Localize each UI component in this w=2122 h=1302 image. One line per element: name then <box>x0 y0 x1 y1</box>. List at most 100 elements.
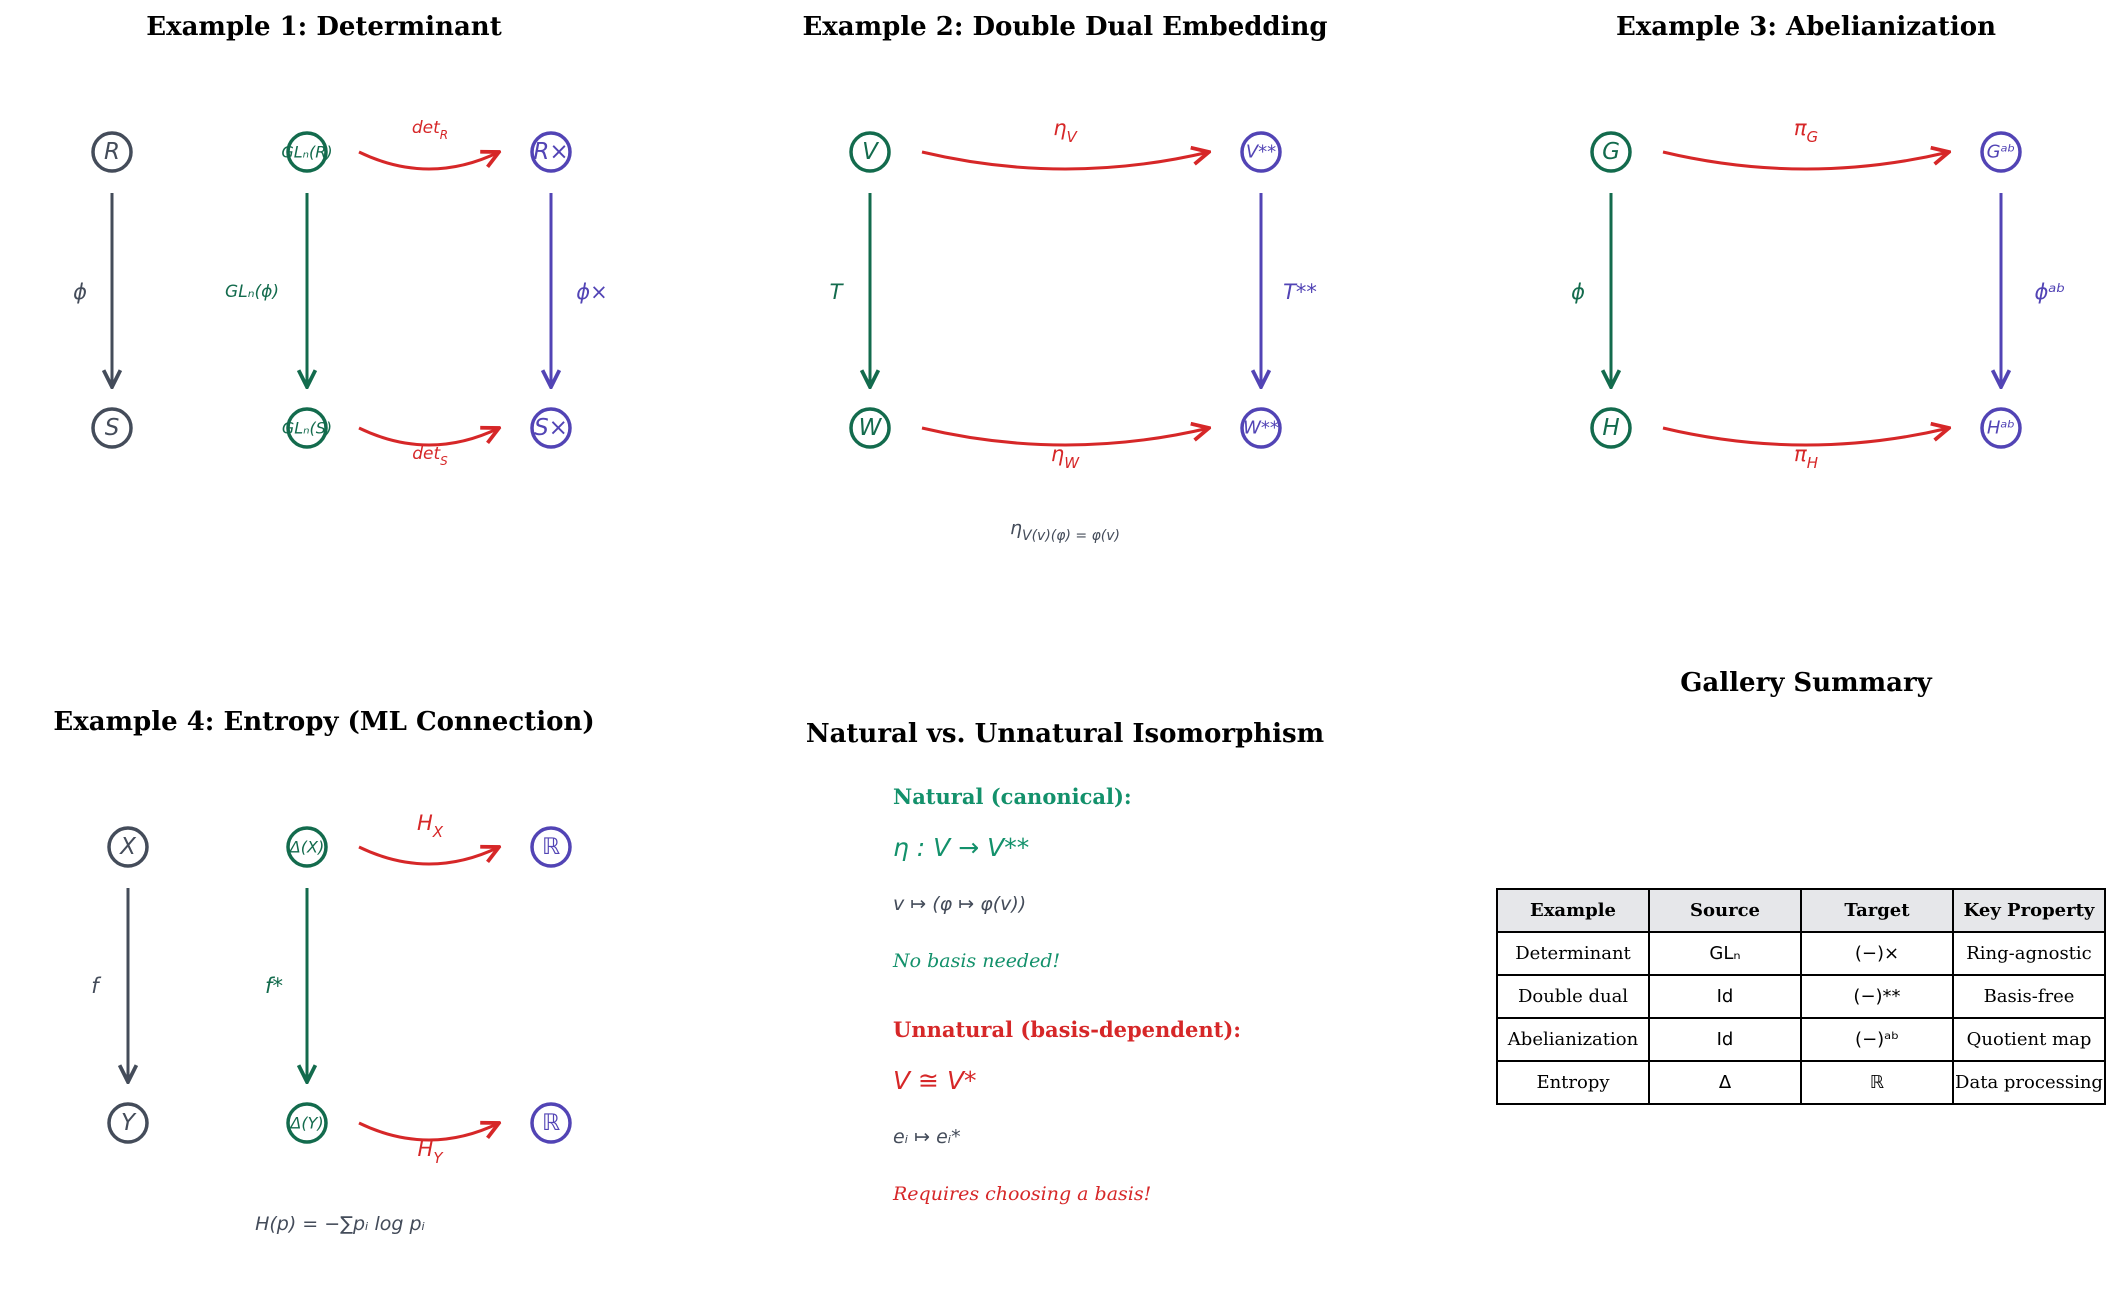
arrow-H-to-Hab <box>1662 428 1949 447</box>
arrow-GLnS-to-Sx <box>358 428 499 447</box>
cell-key-property: Basis-free <box>1952 974 2106 1019</box>
arrow-label-GLnR-GLnS: GLₙ(ϕ) <box>225 282 279 302</box>
natural-vs-unnatural-title: Natural vs. Unnatural Isomorphism <box>805 719 1325 749</box>
node-GLnS-circle <box>286 407 328 449</box>
cell-source: Id <box>1648 1017 1802 1062</box>
node-DX-circle <box>286 826 328 868</box>
arrow-label-W-Wss: ηW <box>1051 442 1080 472</box>
node-GLnR-label: GLₙ(R) <box>281 143 332 162</box>
cell-target: ℝ <box>1800 1060 1954 1105</box>
header-target: Target <box>1800 888 1954 933</box>
node-Hab-label: Hᵃᵇ <box>1987 418 2015 439</box>
arrow-G-to-Gab <box>1662 152 1949 171</box>
header-example: Example <box>1496 888 1650 933</box>
example-2-title: Example 2: Double Dual Embedding <box>802 12 1328 42</box>
node-GLnS-label: GLₙ(S) <box>282 419 332 438</box>
arrow-label-DX-R1: HX <box>417 811 444 841</box>
cell-example: Determinant <box>1496 931 1650 976</box>
node-Sx-label: S× <box>534 415 568 441</box>
node-Vss-circle <box>1240 131 1282 173</box>
node-W-circle <box>849 407 891 449</box>
node-Y-label: Y <box>121 1110 137 1136</box>
node-R-circle <box>91 131 133 173</box>
node-X-circle <box>107 826 149 868</box>
natural-formula: η : V → V** <box>893 833 1030 862</box>
node-H-label: H <box>1602 415 1619 441</box>
cell-source: GLₙ <box>1648 931 1802 976</box>
cell-example: Entropy <box>1496 1060 1650 1105</box>
arrow-label-Vss-Wss: T** <box>1283 280 1317 304</box>
cell-target: (−)** <box>1800 974 1954 1019</box>
example-3-title: Example 3: Abelianization <box>1615 12 1997 42</box>
unnatural-map: eᵢ ↦ eᵢ* <box>893 1126 961 1148</box>
arrow-label-DX-DY: f* <box>265 974 283 998</box>
node-Y-circle <box>107 1102 149 1144</box>
ex2-caption: ηV(v)(φ) = φ(v) <box>1010 517 1120 544</box>
arrow-label-V-Vss: ηV <box>1053 116 1078 146</box>
cell-key-property: Data processing <box>1952 1060 2106 1105</box>
cell-source: Id <box>1648 974 1802 1019</box>
table-row: Entropy Δ ℝ Data processing <box>1496 1060 2106 1105</box>
arrow-V-to-Vss <box>921 152 1209 171</box>
arrow-DY-to-R2 <box>358 1123 499 1142</box>
unnatural-heading: Unnatural (basis-dependent): <box>893 1017 1242 1042</box>
node-Rx-circle <box>530 131 572 173</box>
arrow-W-to-Wss <box>921 428 1209 447</box>
node-S-circle <box>91 407 133 449</box>
arrow-label-DY-R2: HY <box>418 1137 445 1167</box>
gallery-summary-title: Gallery Summary <box>1680 668 1932 698</box>
table-header-row: Example Source Target Key Property <box>1496 888 2106 933</box>
cell-example: Double dual <box>1496 974 1650 1019</box>
node-R2-label: ℝ <box>542 1110 560 1136</box>
node-Gab-circle <box>1980 131 2022 173</box>
node-W-label: W <box>859 415 883 441</box>
arrow-label-Gab-Hab: ϕᵃᵇ <box>2034 280 2065 304</box>
node-V-label: V <box>862 139 880 165</box>
table-row: Abelianization Id (−)ᵃᵇ Quotient map <box>1496 1017 2106 1062</box>
node-DX-label: Δ(X) <box>288 838 324 857</box>
gallery-summary-table: Example Source Target Key Property Deter… <box>1496 888 2106 1105</box>
natural-heading: Natural (canonical): <box>893 784 1132 809</box>
arrow-label-G-Gab: πG <box>1794 116 1818 146</box>
example-1-title: Example 1: Determinant <box>146 12 502 42</box>
node-V-circle <box>849 131 891 173</box>
node-Hab-circle <box>1980 407 2022 449</box>
table-row: Double dual Id (−)** Basis-free <box>1496 974 2106 1019</box>
header-source: Source <box>1648 888 1802 933</box>
node-S-label: S <box>105 415 120 441</box>
node-GLnR-circle <box>286 131 328 173</box>
unnatural-note: Requires choosing a basis! <box>893 1183 1152 1205</box>
node-Vss-label: V** <box>1246 142 1276 163</box>
node-Wss-circle <box>1240 407 1282 449</box>
ex4-caption: H(p) = −∑pᵢ log pᵢ <box>255 1213 425 1235</box>
node-Sx-circle <box>530 407 572 449</box>
unnatural-formula: V ≅ V* <box>893 1066 977 1095</box>
cell-source: Δ <box>1648 1060 1802 1105</box>
cell-target: (−)ᵃᵇ <box>1800 1017 1954 1062</box>
cell-key-property: Ring-agnostic <box>1952 931 2106 976</box>
natural-note: No basis needed! <box>893 950 1061 972</box>
arrow-label-GLnS-Sx: detS <box>412 444 448 468</box>
node-DY-circle <box>286 1102 328 1144</box>
node-R2-circle <box>530 1102 572 1144</box>
arrow-label-G-H: ϕ <box>1571 280 1585 304</box>
arrow-DX-to-R1 <box>358 847 499 866</box>
node-Rx-label: R× <box>533 139 568 165</box>
arrow-label-X-Y: f <box>91 974 102 998</box>
arrow-label-GLnR-Rx: detR <box>412 118 448 142</box>
arrow-label-R-S: ϕ <box>73 280 87 304</box>
cell-example: Abelianization <box>1496 1017 1650 1062</box>
node-H-circle <box>1590 407 1632 449</box>
header-key-property: Key Property <box>1952 888 2106 933</box>
node-DY-label: Δ(Y) <box>288 1114 323 1133</box>
node-Gab-label: Gᵃᵇ <box>1987 142 2016 163</box>
cell-target: (−)× <box>1800 931 1954 976</box>
node-R-label: R <box>104 139 120 165</box>
cell-key-property: Quotient map <box>1952 1017 2106 1062</box>
table-row: Determinant GLₙ (−)× Ring-agnostic <box>1496 931 2106 976</box>
node-G-circle <box>1590 131 1632 173</box>
example-4-title: Example 4: Entropy (ML Connection) <box>53 707 595 737</box>
arrow-label-Rx-Sx: ϕ× <box>576 280 607 304</box>
